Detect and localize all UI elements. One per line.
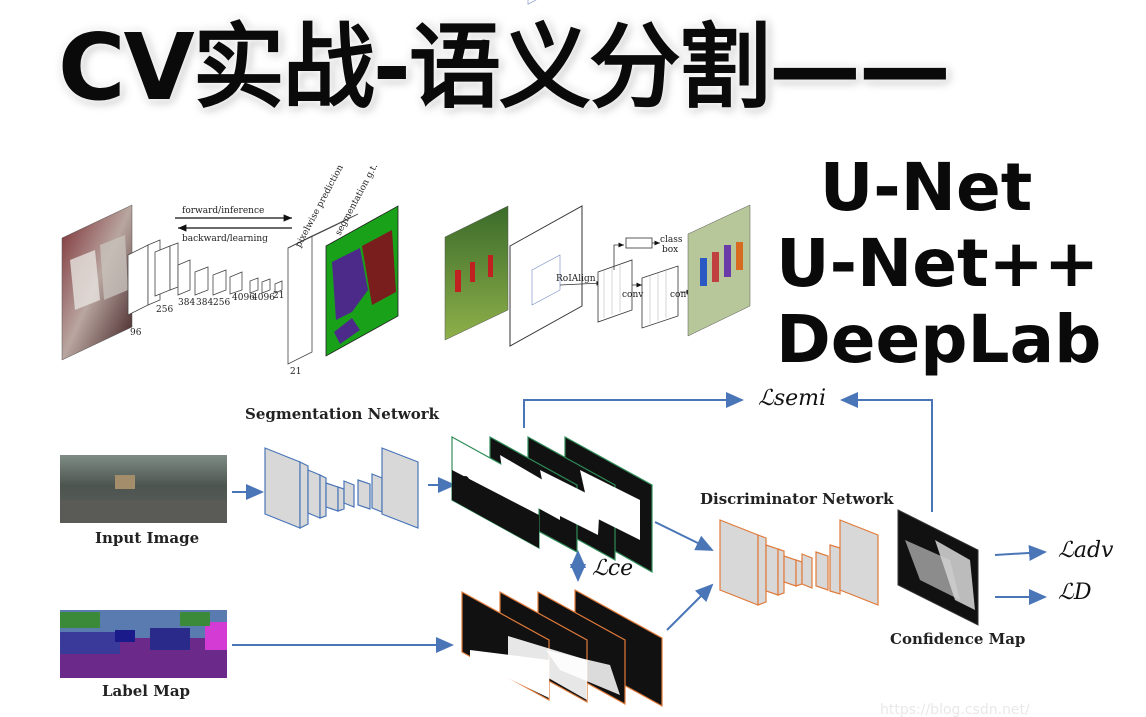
conv-label-2: conv xyxy=(670,290,692,300)
channel-21a: 21 xyxy=(273,291,284,301)
confidence-map-label: Confidence Map xyxy=(890,630,1026,648)
loss-ce: ℒce xyxy=(592,556,634,581)
channel-4096a: 4096 xyxy=(232,293,255,303)
input-image-label: Input Image xyxy=(95,529,200,547)
label-map-label: Label Map xyxy=(102,682,191,700)
prediction-plane xyxy=(287,235,313,365)
channel-256a: 256 xyxy=(156,305,173,315)
loss-adv: ℒadv xyxy=(1058,538,1114,563)
segmentation-network xyxy=(264,447,419,529)
channel-4096b: 4096 xyxy=(252,293,275,303)
model-deeplab: DeepLab xyxy=(776,301,1102,378)
onehot-maps xyxy=(461,588,663,708)
channel-384b: 384 xyxy=(196,298,213,308)
roialign-label: RoIAlign xyxy=(556,274,596,284)
channel-21b: 21 xyxy=(290,367,301,377)
discriminator-network xyxy=(719,519,879,606)
channel-384a: 384 xyxy=(178,298,195,308)
fcn-diagram: forward/inference backward/learning 96 2… xyxy=(61,162,399,377)
backward-label: backward/learning xyxy=(182,234,268,244)
forward-label: forward/inference xyxy=(182,206,264,216)
model-unet: U-Net xyxy=(819,149,1033,226)
channel-96: 96 xyxy=(130,328,142,338)
page-title: CV实战-语义分割—— xyxy=(58,14,951,121)
fcn-layers xyxy=(127,239,283,316)
discriminator-label: Discriminator Network xyxy=(700,490,894,508)
channel-256b: 256 xyxy=(213,298,230,308)
loss-d: ℒD xyxy=(1058,580,1092,605)
model-list: U-Net U-Net++ DeepLab xyxy=(776,149,1102,378)
conv-label-1: conv xyxy=(622,290,644,300)
loss-semi: ℒsemi xyxy=(758,386,827,411)
svg-text:https://blog.csdn.net/: https://blog.csdn.net/ xyxy=(880,702,1030,717)
model-unetpp: U-Net++ xyxy=(776,225,1100,302)
pixelwise-label: pixelwise prediction xyxy=(294,163,346,249)
segmentation-network-label: Segmentation Network xyxy=(245,405,439,423)
soccer-photo xyxy=(444,205,509,341)
adversarial-diagram: https://blog.csdn.net/ xyxy=(60,392,1047,717)
